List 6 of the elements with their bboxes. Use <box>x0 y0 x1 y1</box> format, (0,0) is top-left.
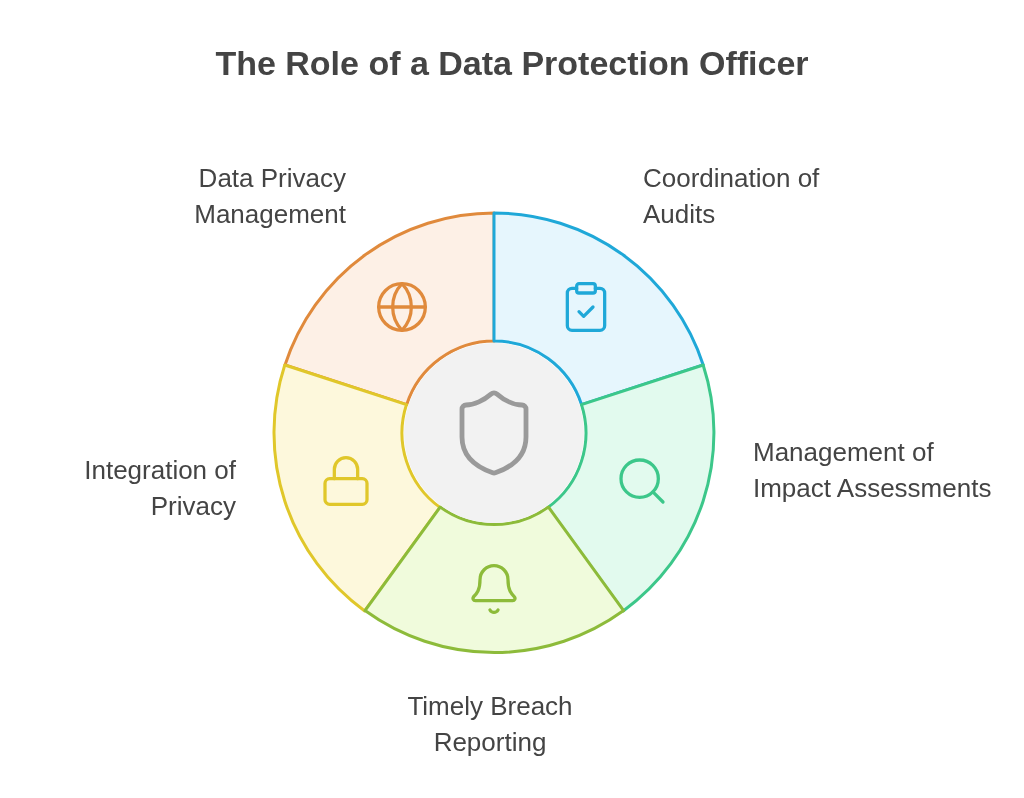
segment-label: Data Privacy Management <box>193 162 346 231</box>
segment-label: Integration of Privacy <box>83 454 236 523</box>
segment-label: Coordination of Audits <box>643 162 821 231</box>
segment-label: Management of Impact Assessments <box>753 436 993 505</box>
diagram-title: The Role of a Data Protection Officer <box>214 43 810 84</box>
segment-label: Timely Breach Reporting <box>406 690 574 759</box>
